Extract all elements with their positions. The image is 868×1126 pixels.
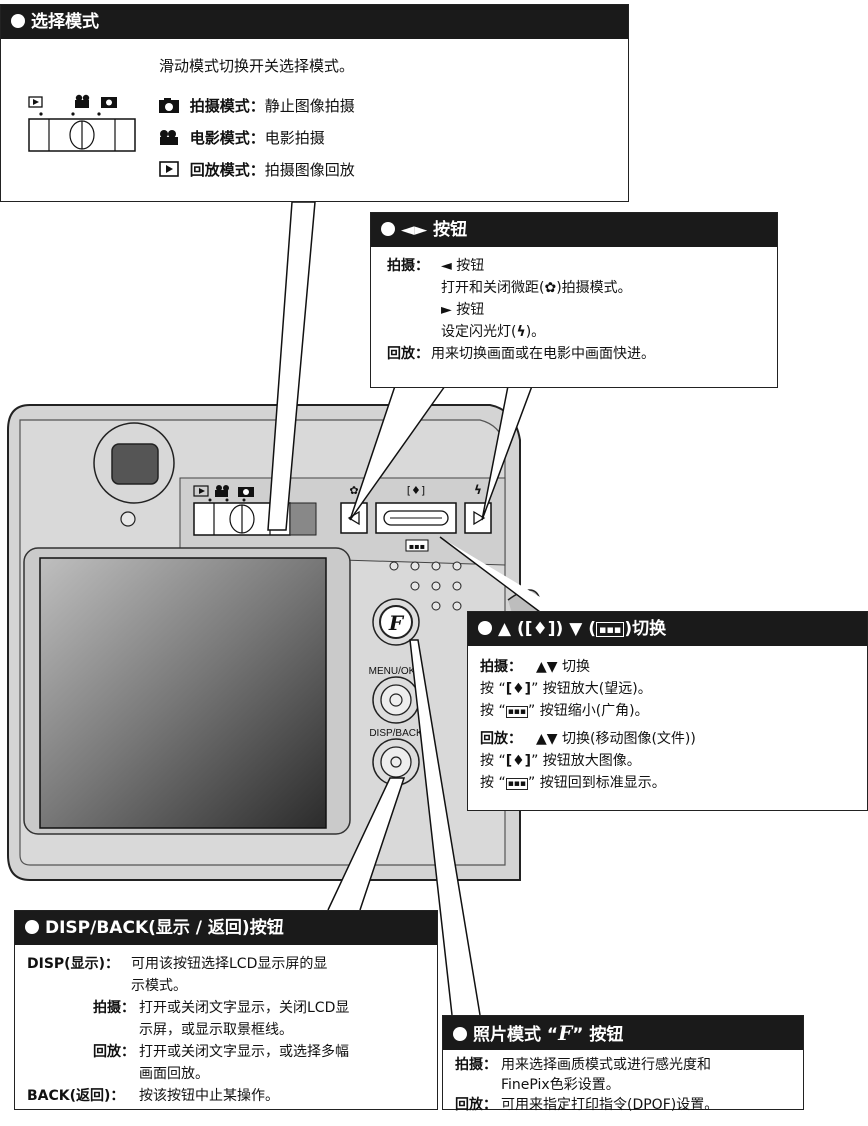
callout-title: 选择模式 [31,12,99,32]
flash-desc: 设定闪光灯(ϟ)。 [441,324,546,340]
play-desc: 画面回放。 [139,1066,209,1082]
callout-pointers [267,201,565,1016]
movie-icon [160,130,178,145]
macro-icon: ✿ [544,280,557,296]
play-label: 回放： [455,1097,497,1113]
play-label: 回放： [93,1044,135,1060]
mode-item-label: 拍摄模式： [189,97,265,115]
mode-item-label: 电影模式： [189,129,265,147]
shoot-desc: 用来选择画质模式或进行感光度和 [501,1057,711,1073]
play-line-2: 按 “▪▪▪” 按钮回到标准显示。 [480,775,666,791]
callout-title: ◄► 按钮 [401,220,468,240]
lcd-screen [39,557,327,829]
zoom-switch-callout: ▲ ([♦]) ▼ (▪▪▪)切换 拍摄： ▲▼ 切换 按 “[♦]” 按钮放大… [467,611,868,811]
wide-icon: ▪▪▪ [596,622,625,637]
svg-text:[♦]: [♦] [407,484,425,497]
play-label: 回放： [387,346,429,362]
left-button-text: ◄ 按钮 [441,258,485,274]
back-label: BACK(返回)： [27,1088,125,1104]
viewfinder-window [111,443,159,485]
left-right-button-callout: ◄► 按钮 拍摄： ◄ 按钮 打开和关闭微距(✿)拍摄模式。 ► 按钮 设定闪光… [370,212,778,388]
wide-icon: ▪▪▪ [505,706,529,718]
shoot-line-2: 按 “▪▪▪” 按钮缩小(广角)。 [480,703,649,719]
shoot-label: 拍摄： [93,1000,135,1016]
select-mode-callout: 选择模式 滑动模式切换开关选择模式。 拍摄模式：静止图像拍摄 电影模式：电影拍摄 [0,4,629,202]
shoot-head: ▲▼ 切换 [536,659,590,675]
camera-icon [159,98,179,113]
mode-item-shoot: 拍摄模式：静止图像拍摄 [159,95,355,117]
shoot-label: 拍摄： [387,258,429,274]
shoot-label: 拍摄： [480,659,522,675]
tele-icon: [♦] [524,619,556,639]
photo-mode-callout: 照片模式 “F” 按钮 拍摄： 用来选择画质模式或进行感光度和 FinePix色… [442,1015,804,1113]
callout-header: 选择模式 [1,5,628,39]
callout-title: DISP/BACK(显示 / 返回)按钮 [45,918,284,938]
playback-icon [159,161,179,177]
shoot-desc: FinePix色彩设置。 [501,1077,620,1093]
camera-menu-label: MENU/OK [369,666,416,677]
disp-back-callout: DISP/BACK(显示 / 返回)按钮 DISP(显示)： 可用该按钮选择LC… [14,910,438,1110]
svg-text:ϟ: ϟ [474,483,482,497]
mode-item-label: 回放模式： [189,161,265,179]
disp-desc: 示模式。 [131,978,187,994]
play-head: ▲▼ 切换(移动图像(文件)) [536,731,696,747]
bullet-icon [11,14,25,28]
disp-label: DISP(显示)： [27,956,119,972]
tele-icon: [♦] [505,681,532,697]
macro-desc: 打开和关闭微距(✿)拍摄模式。 [441,280,632,296]
svg-text:F: F [388,611,405,635]
f-icon: F [558,1021,573,1045]
play-line-1: 按 “[♦]” 按钮放大图像。 [480,753,641,769]
svg-text:✿: ✿ [349,484,358,497]
mode-item-movie: 电影模式：电影拍摄 [159,127,325,149]
tele-icon: [♦] [505,753,532,769]
mode-item-text: 拍摄图像回放 [264,161,355,179]
shoot-line-1: 按 “[♦]” 按钮放大(望远)。 [480,681,652,697]
play-desc: 用来切换画面或在电影中画面快进。 [431,346,655,362]
bullet-icon [25,920,39,934]
callout-header: ◄► 按钮 [371,213,777,247]
shoot-desc: 示屏，或显示取景框线。 [139,1022,293,1038]
callout-header: ▲ ([♦]) ▼ (▪▪▪)切换 [468,612,867,646]
mode-item-playback: 回放模式：拍摄图像回放 [159,159,355,181]
play-desc: 可用来指定打印指令(DPOF)设置。 [501,1097,719,1113]
mode-switch-illustration [28,94,136,152]
mode-item-text: 电影拍摄 [264,129,325,147]
shoot-desc: 打开或关闭文字显示，关闭LCD显 [139,1000,350,1016]
bullet-icon [453,1027,467,1041]
mode-intro: 滑动模式切换开关选择模式。 [159,57,355,75]
bullet-icon [478,621,492,635]
callout-header: DISP/BACK(显示 / 返回)按钮 [15,911,437,945]
play-desc: 打开或关闭文字显示，或选择多幅 [139,1044,349,1060]
camera-zoom-w-label: ▪▪▪ [409,542,425,551]
back-desc: 按该按钮中止某操作。 [139,1088,279,1104]
play-label: 回放： [480,731,522,747]
shoot-label: 拍摄： [455,1057,497,1073]
wide-icon: ▪▪▪ [505,778,529,790]
right-button-text: ► 按钮 [441,302,485,318]
callout-header: 照片模式 “F” 按钮 [443,1016,803,1050]
bullet-icon [381,222,395,236]
flash-icon: ϟ [516,324,526,340]
disp-desc: 可用该按钮选择LCD显示屏的显 [131,956,328,972]
camera-disp-label: DISP/BACK [369,728,423,739]
mode-item-text: 静止图像拍摄 [264,97,355,115]
